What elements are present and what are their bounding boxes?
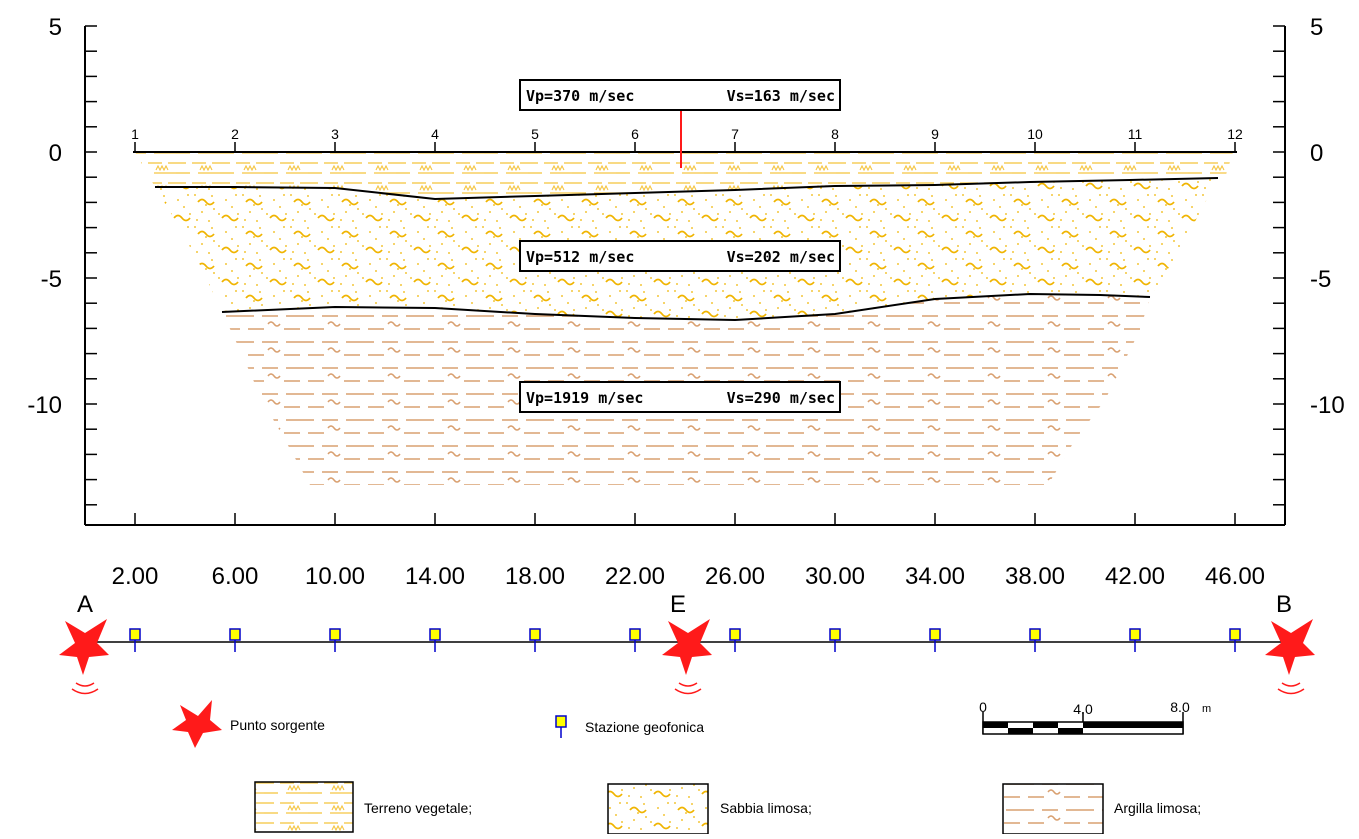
geophone-number: 3 — [331, 126, 339, 142]
geophone-marker — [529, 628, 541, 641]
legend-topsoil-label: Terreno vegetale; — [364, 800, 472, 816]
wave-arc-icon — [1281, 682, 1301, 687]
geophone-number: 1 — [131, 126, 139, 142]
legend-source: Punto sorgente — [172, 700, 325, 748]
source-star-icon — [662, 619, 712, 675]
star-icon — [172, 700, 222, 748]
velocity-label-2: Vp=512 m/sec Vs=202 m/sec — [519, 240, 841, 272]
axis-ticks — [85, 25, 1285, 525]
boundary-1 — [155, 177, 1219, 201]
y-tick-label-left: -10 — [27, 392, 62, 419]
geophone-number: 6 — [631, 126, 639, 142]
source-star-icon — [1265, 619, 1315, 675]
x-tick-label: 10.00 — [305, 563, 365, 590]
y-tick-label-right: 0 — [1310, 140, 1323, 167]
boundary-2 — [221, 292, 1151, 322]
legend-geophone: Stazione geofonica — [555, 715, 704, 738]
geophone-marker — [829, 628, 841, 641]
vp-value: Vp=512 m/sec — [526, 248, 634, 266]
geophone-number: 10 — [1027, 126, 1043, 142]
geophone-number: 8 — [831, 126, 839, 142]
y-tick-label-right: 5 — [1310, 14, 1323, 41]
x-tick-label: 42.00 — [1105, 563, 1165, 590]
scale-bar: 0 4.0 8.0 m — [979, 699, 1211, 735]
velocity-label-1: Vp=370 m/sec Vs=163 m/sec — [519, 79, 841, 111]
x-tick-label: 34.00 — [905, 563, 965, 590]
vs-value: Vs=163 m/sec — [727, 87, 835, 105]
vp-value: Vp=1919 m/sec — [526, 389, 643, 407]
x-tick-label: 6.00 — [212, 563, 259, 590]
geophone-number: 2 — [231, 126, 239, 142]
legend-silty-sand: Sabbia limosa; — [607, 783, 812, 835]
geophone-marker — [1029, 628, 1041, 641]
velocity-label-3: Vp=1919 m/sec Vs=290 m/sec — [519, 381, 841, 413]
geophone-marker — [729, 628, 741, 641]
scale-end: 8.0 — [1170, 699, 1190, 715]
y-tick-label-left: 0 — [49, 140, 62, 167]
source-star-icon — [59, 619, 109, 675]
topsoil-swatch — [254, 781, 354, 833]
geophone-number: 4 — [431, 126, 439, 142]
geophone-array — [59, 619, 1315, 695]
geophone-marker — [329, 628, 341, 641]
scale-mid: 4.0 — [1073, 701, 1093, 717]
geophone-marker — [929, 628, 941, 641]
geophone-number: 7 — [731, 126, 739, 142]
y-tick-label-right: -5 — [1310, 266, 1331, 293]
point-label-e: E — [670, 591, 686, 618]
geophone-marker — [229, 628, 241, 641]
geophone-number: 12 — [1227, 126, 1243, 142]
wave-arc-icon — [1277, 688, 1305, 695]
vp-value: Vp=370 m/sec — [526, 87, 634, 105]
x-tick-label: 30.00 — [805, 563, 865, 590]
x-tick-label: 26.00 — [705, 563, 765, 590]
vs-value: Vs=202 m/sec — [727, 248, 835, 266]
point-label-b: B — [1276, 591, 1292, 618]
geophone-number: 11 — [1128, 126, 1143, 142]
x-tick-label: 46.00 — [1205, 563, 1265, 590]
geophone-marker — [1129, 628, 1141, 641]
x-tick-label: 2.00 — [112, 563, 159, 590]
y-tick-label-right: -10 — [1310, 392, 1345, 419]
layer-topsoil — [135, 152, 1233, 199]
geophone-number: 9 — [931, 126, 939, 142]
x-tick-label: 14.00 — [405, 563, 465, 590]
y-tick-label-left: 5 — [49, 14, 62, 41]
scale-unit: m — [1202, 703, 1211, 715]
geophone-marker — [1229, 628, 1241, 641]
y-tick-labels: 5 5 0 0 -5 -5 -10 -10 — [27, 14, 1344, 419]
x-tick-label: 18.00 — [505, 563, 565, 590]
legend-silty-sand-label: Sabbia limosa; — [720, 800, 812, 816]
legend-geophone-label: Stazione geofonica — [585, 719, 704, 735]
wave-arc-icon — [674, 688, 702, 695]
geophone-marker — [429, 628, 441, 641]
legend-silty-clay-label: Argilla limosa; — [1114, 800, 1201, 816]
legend-silty-clay: Argilla limosa; — [1002, 783, 1201, 835]
scale-zero: 0 — [979, 699, 987, 715]
wave-arc-icon — [75, 682, 95, 687]
y-tick-label-left: -5 — [41, 266, 62, 293]
x-tick-label: 38.00 — [1005, 563, 1065, 590]
point-label-a: A — [77, 591, 93, 618]
geophone-number: 5 — [531, 126, 539, 142]
legend-source-label: Punto sorgente — [230, 717, 325, 733]
silty-sand-swatch — [607, 783, 709, 835]
silty-clay-swatch — [1002, 783, 1104, 835]
geophone-icon — [555, 715, 567, 728]
geophone-marker — [129, 628, 141, 641]
x-tick-label: 22.00 — [605, 563, 665, 590]
vs-value: Vs=290 m/sec — [727, 389, 835, 407]
wave-arc-icon — [678, 682, 698, 687]
wave-arc-icon — [71, 688, 99, 695]
x-tick-labels: 2.00 6.00 10.00 14.00 18.00 22.00 26.00 30.00 34… — [112, 563, 1265, 590]
legend-topsoil: Terreno vegetale; — [254, 781, 472, 833]
geophone-marker — [629, 628, 641, 641]
